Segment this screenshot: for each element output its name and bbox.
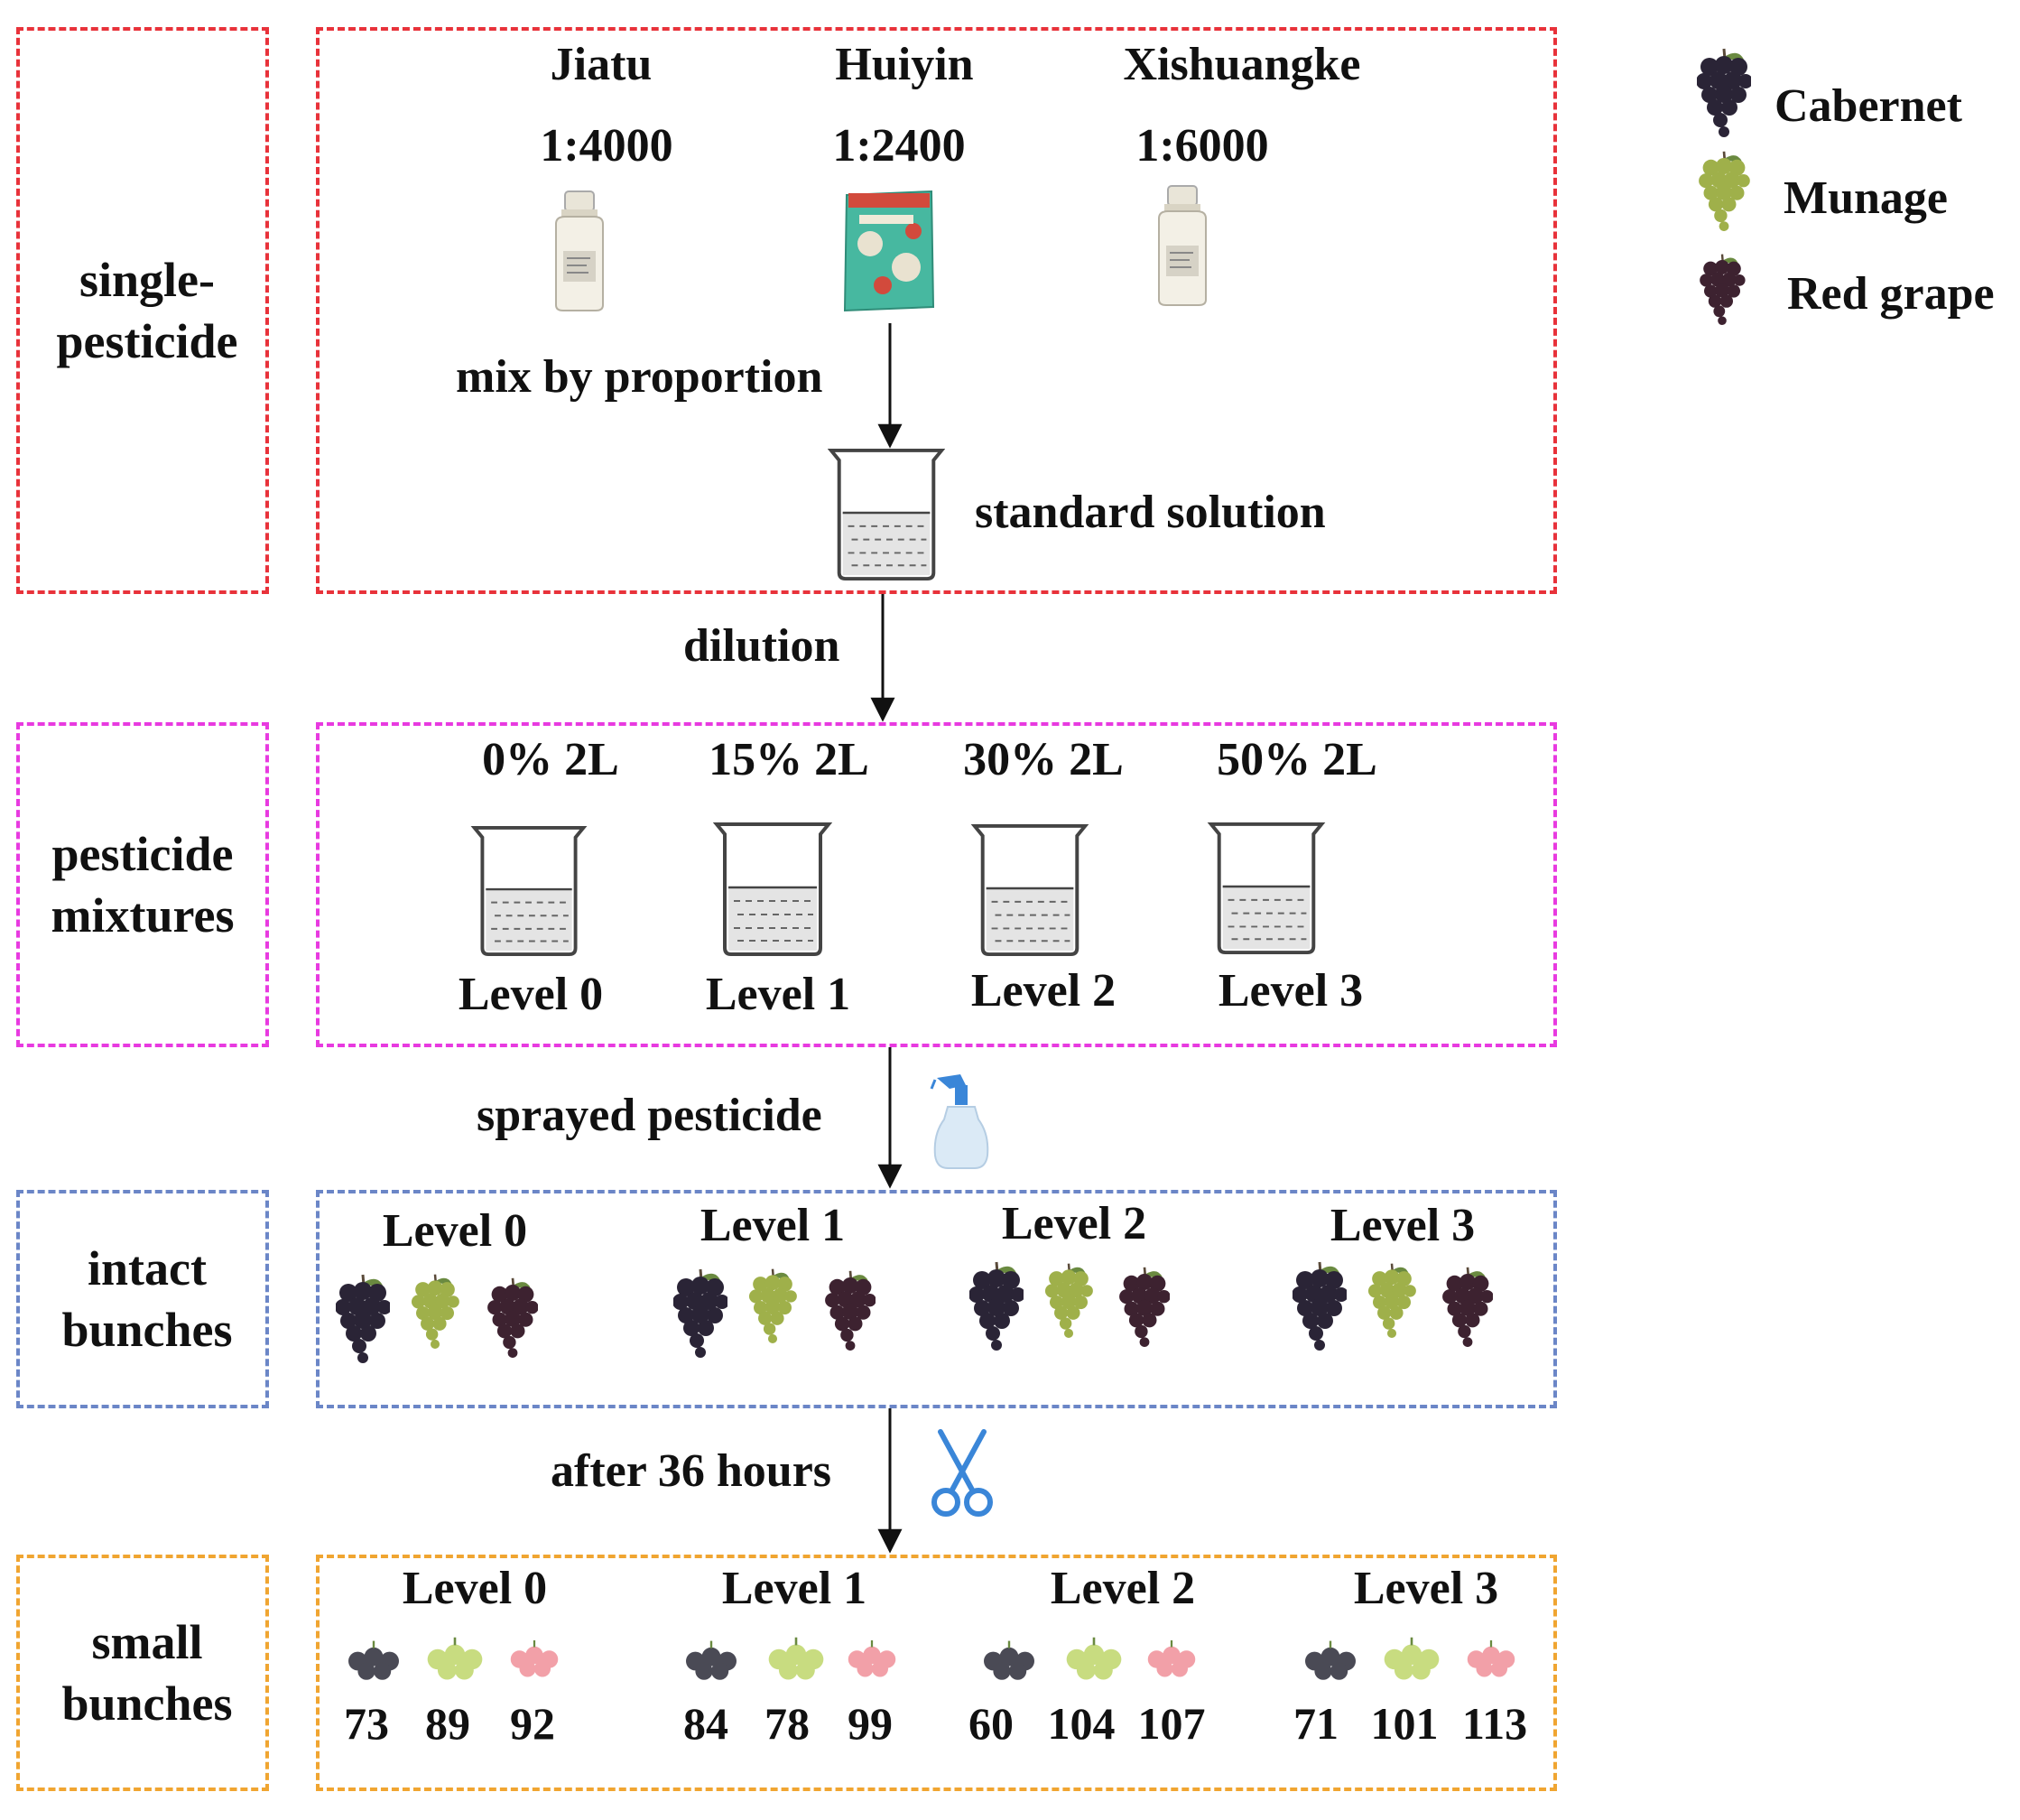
level-label: Level 2 bbox=[1050, 1563, 1196, 1614]
single-pesticide-panel bbox=[316, 27, 1557, 594]
bunch-count: 101 bbox=[1370, 1698, 1439, 1749]
legend-label-munage: Munage bbox=[1784, 172, 1948, 224]
level-label: Level 3 bbox=[1353, 1563, 1499, 1614]
level-label: Level 2 bbox=[1001, 1198, 1147, 1249]
bunch-count: 89 bbox=[425, 1698, 470, 1749]
pesticide-ratio: 1:2400 bbox=[832, 120, 966, 172]
level-label: Level 0 bbox=[458, 969, 604, 1020]
step-standard-solution: standard solution bbox=[975, 487, 1326, 538]
bunch-count: 84 bbox=[683, 1698, 728, 1749]
level-label: Level 1 bbox=[705, 969, 851, 1020]
pesticide-ratio: 1:4000 bbox=[540, 120, 673, 172]
level-label: Level 3 bbox=[1218, 965, 1364, 1017]
step-mix-by-proportion: mix by proportion bbox=[456, 351, 823, 403]
bunch-count: 92 bbox=[510, 1698, 555, 1749]
pesticide-name: Huiyin bbox=[835, 39, 974, 90]
bunch-count: 71 bbox=[1293, 1698, 1339, 1749]
step-after-36-hours: after 36 hours bbox=[551, 1445, 832, 1497]
level-label: Level 3 bbox=[1330, 1200, 1476, 1251]
level-label: Level 1 bbox=[721, 1563, 867, 1614]
pesticide-mixtures-panel bbox=[316, 722, 1557, 1047]
small-bunches-label-box bbox=[16, 1555, 269, 1791]
intact-bunches-panel bbox=[316, 1190, 1557, 1408]
bunch-count: 78 bbox=[764, 1698, 810, 1749]
step-dilution: dilution bbox=[683, 620, 840, 672]
level-label: Level 0 bbox=[402, 1563, 548, 1614]
concentration-label: 0% 2L bbox=[482, 734, 619, 785]
section-label-single-pesticide: single- pesticide bbox=[56, 252, 238, 368]
level-label: Level 1 bbox=[700, 1200, 846, 1251]
bunch-count: 113 bbox=[1461, 1698, 1528, 1749]
bunch-count: 99 bbox=[848, 1698, 893, 1749]
pesticide-name: Xishuangke bbox=[1123, 39, 1361, 90]
pesticide-name: Jiatu bbox=[550, 39, 653, 90]
concentration-label: 15% 2L bbox=[709, 734, 869, 785]
concentration-label: 50% 2L bbox=[1217, 734, 1377, 785]
small-bunches-panel bbox=[316, 1555, 1557, 1791]
intact-bunches-label-box bbox=[16, 1190, 269, 1408]
level-label: Level 2 bbox=[970, 965, 1117, 1017]
pesticide-ratio: 1:6000 bbox=[1135, 120, 1269, 172]
scissors-icon bbox=[931, 1429, 993, 1517]
concentration-label: 30% 2L bbox=[963, 734, 1124, 785]
bunch-count: 73 bbox=[344, 1698, 389, 1749]
single-pesticide-label-box bbox=[16, 27, 269, 594]
bunch-count: 104 bbox=[1047, 1698, 1116, 1749]
legend-label-red-grape: Red grape bbox=[1787, 268, 1995, 320]
section-label-small-bunches: small bunches bbox=[61, 1614, 233, 1731]
step-sprayed-pesticide: sprayed pesticide bbox=[477, 1090, 822, 1141]
bunch-count: 60 bbox=[968, 1698, 1014, 1749]
section-label-intact-bunches: intact bunches bbox=[61, 1240, 233, 1357]
level-label: Level 0 bbox=[382, 1205, 528, 1257]
pesticide-mixtures-label-box bbox=[16, 722, 269, 1047]
spray-bottle-icon bbox=[930, 1074, 989, 1169]
section-label-pesticide-mixtures: pesticide mixtures bbox=[51, 826, 235, 942]
bunch-count: 107 bbox=[1137, 1698, 1206, 1749]
legend-label-cabernet: Cabernet bbox=[1774, 80, 1962, 132]
